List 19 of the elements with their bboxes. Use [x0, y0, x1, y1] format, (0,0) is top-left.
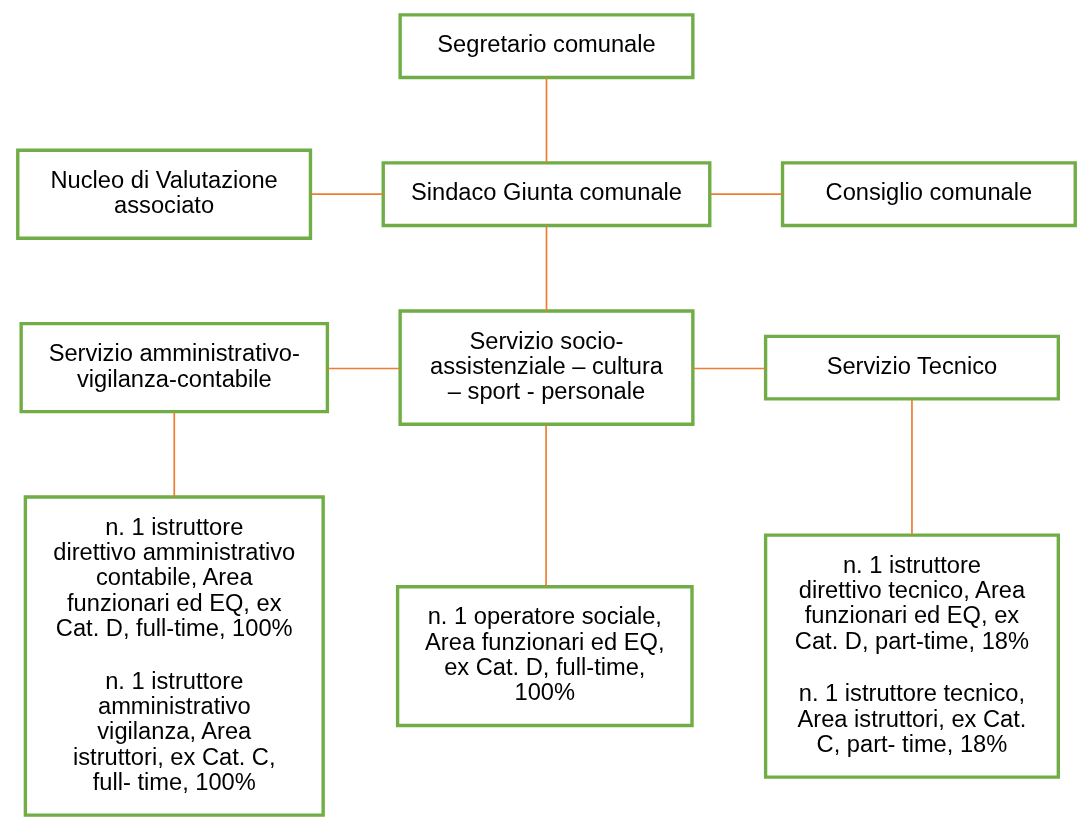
- node-box: Nucleo di Valutazione associato: [15, 148, 312, 240]
- node-box: Segretario comunale: [397, 13, 695, 80]
- node-box: Servizio Tecnico: [763, 334, 1060, 401]
- connector: [172, 411, 175, 498]
- node-box: n. 1 istruttore direttivo tecnico, Area funzionari ed EQ, ex Cat. D, part-time, 18% n. 1 istruttore tecnico, Area istruttori, ex Cat. C, part- time, 18%: [763, 533, 1060, 779]
- connector: [910, 398, 913, 536]
- node-box: n. 1 operatore sociale, Area funzionari ed EQ, ex Cat. D, full-time, 100%: [395, 585, 694, 728]
- node-box: Sindaco Giunta comunale: [381, 161, 711, 228]
- connector: [709, 193, 783, 196]
- node-box: Servizio amministrativo-vigilanza-contabile: [18, 321, 329, 414]
- connector: [309, 193, 384, 196]
- connector: [691, 367, 766, 370]
- connector: [326, 367, 401, 370]
- connector: [545, 225, 547, 312]
- node-box: Servizio socio-assistenziale – cultura – sport - personale: [397, 309, 695, 426]
- node-box: n. 1 istruttore direttivo amministrativo contabile, Area funzionari ed EQ, ex Cat. D, full-time, 100% n. 1 istruttore amministrativo vigilanza, Area istruttori, ex Cat. C, full- time, 100%: [23, 495, 325, 817]
- connector: [545, 76, 547, 164]
- connector: [544, 423, 547, 588]
- node-box: Consiglio comunale: [780, 161, 1077, 228]
